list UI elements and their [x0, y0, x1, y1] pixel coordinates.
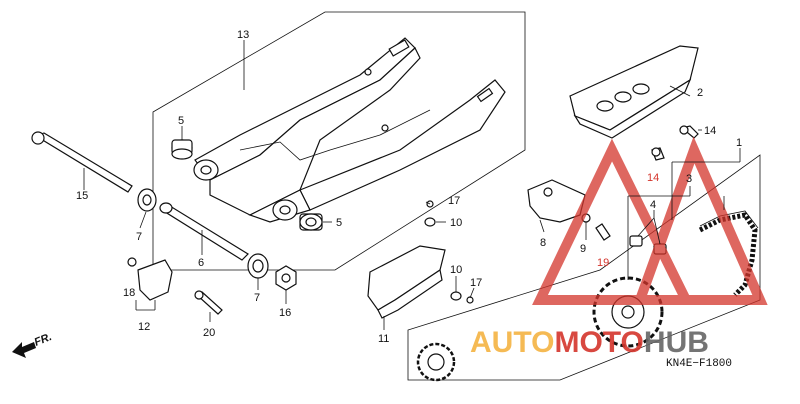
callout-17-lower: 17	[470, 277, 482, 289]
chain-slider	[527, 179, 586, 223]
svg-text:AUTOMOTOHUB: AUTOMOTOHUB	[470, 326, 709, 359]
bushing-lower	[299, 213, 323, 231]
drive-sprocket	[416, 342, 456, 382]
callout-11: 11	[378, 333, 389, 345]
bolt-19	[595, 223, 611, 241]
chain-group-frame-box	[407, 154, 761, 381]
bushing-upper	[171, 139, 193, 160]
pivot-collar	[159, 202, 249, 261]
collar-10-upper	[424, 217, 436, 227]
callout-20: 20	[203, 327, 215, 339]
callout-12: 12	[138, 321, 150, 333]
callout-18: 18	[123, 287, 135, 299]
callout-2: 2	[697, 87, 703, 99]
callout-14-upper: 14	[704, 125, 716, 137]
washer-left	[137, 188, 157, 212]
washer-right	[247, 253, 269, 279]
callout-15: 15	[76, 190, 88, 202]
watermark-moto: MOTO	[554, 326, 643, 359]
callout-7-left: 7	[136, 231, 142, 243]
callout-17-upper: 17	[448, 195, 460, 207]
bolt-14-upper	[679, 125, 699, 139]
diagram-code: KN4E−F1800	[666, 358, 732, 370]
callout-7-right: 7	[254, 292, 260, 304]
callout-3: 3	[686, 173, 692, 185]
front-direction-indicator: FR.	[12, 331, 54, 358]
chain-case	[569, 45, 699, 139]
swingarm	[193, 37, 506, 223]
collar-10-lower	[450, 291, 462, 301]
callout-6: 6	[198, 257, 204, 269]
front-arrow-icon	[12, 342, 36, 358]
watermark-auto: AUTO	[470, 326, 554, 359]
callout-4: 4	[650, 199, 656, 211]
leader-lines	[83, 40, 741, 330]
watermark-text: AUTOMOTOHUB	[470, 326, 709, 359]
watermark-hub: HUB	[644, 326, 709, 359]
callout-10-lower: 10	[450, 264, 462, 276]
callout-9: 9	[580, 243, 586, 255]
callout-8: 8	[540, 237, 546, 249]
watermark-logo	[532, 136, 768, 305]
callout-16: 16	[279, 307, 291, 319]
bolt-14-lower	[651, 147, 665, 161]
callout-10-upper: 10	[450, 217, 462, 229]
callout-5-lower: 5	[336, 217, 342, 229]
callout-5-upper: 5	[178, 115, 184, 127]
chain-guide-bracket	[127, 257, 173, 301]
front-label: FR.	[33, 331, 54, 349]
bolt-20	[194, 290, 223, 315]
callouts: 13 5 5 15 7 6 7 16 18 12 20 2 14 14 1 3 …	[76, 29, 742, 345]
callout-19: 19	[597, 257, 609, 269]
pivot-bolt	[31, 131, 133, 193]
pivot-nut	[275, 265, 297, 291]
callout-1: 1	[736, 137, 742, 149]
chain-guide	[367, 245, 446, 319]
callout-13: 13	[237, 29, 249, 41]
callout-14-lower: 14	[647, 172, 659, 184]
